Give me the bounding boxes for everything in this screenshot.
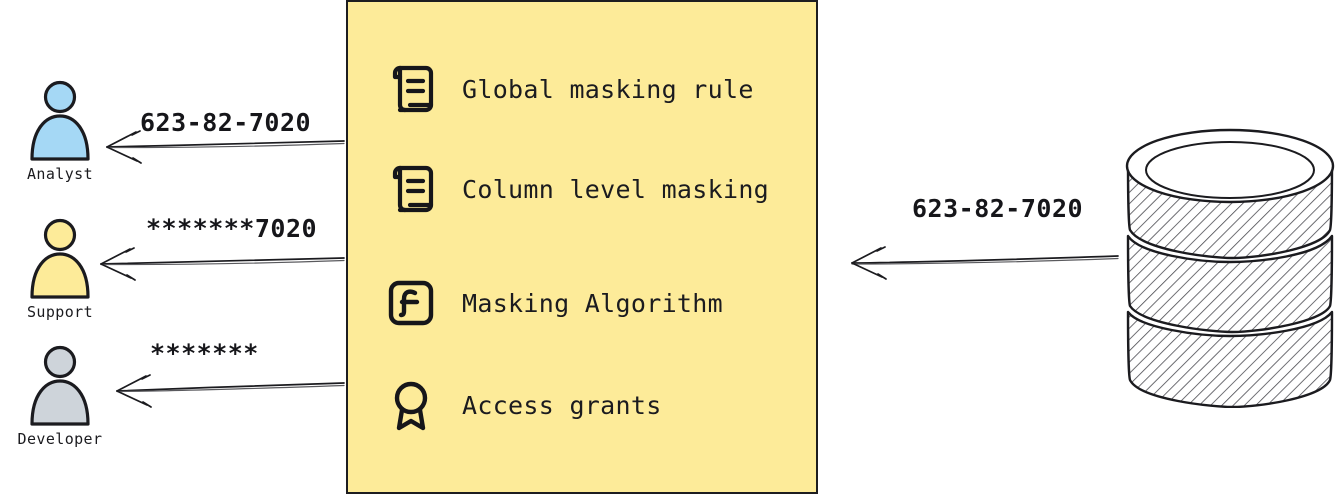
- policy-item-masking-algorithm[interactable]: Masking Algorithm: [386, 274, 723, 332]
- policy-item-label: Access grants: [462, 390, 662, 420]
- analyst-avatar-icon: [30, 80, 90, 161]
- flow-label-analyst: 623-82-7020: [140, 108, 312, 137]
- persona-developer[interactable]: Developer: [0, 345, 120, 447]
- flow-label-developer: *******: [150, 339, 259, 368]
- policy-item-global-masking-rule[interactable]: Global masking rule: [386, 60, 754, 118]
- policy-item-label: Column level masking: [462, 174, 770, 204]
- persona-developer-label: Developer: [17, 430, 103, 448]
- function-icon: [388, 280, 434, 326]
- support-avatar-icon: [30, 218, 90, 299]
- policy-item-column-level-masking[interactable]: Column level masking: [386, 160, 769, 218]
- policy-item-list: Global masking rule Column level masking: [348, 2, 816, 492]
- persona-support[interactable]: Support: [0, 218, 120, 320]
- award-icon: [394, 381, 428, 431]
- arrow-from-database: [851, 246, 1119, 280]
- arrow-to-support: [100, 247, 345, 281]
- flow-label-database: 623-82-7020: [912, 194, 1084, 223]
- scroll-icon: [392, 165, 434, 213]
- database-icon: [1125, 128, 1335, 408]
- persona-analyst-label: Analyst: [26, 165, 93, 183]
- persona-analyst[interactable]: Analyst: [0, 80, 120, 182]
- arrow-to-developer: [116, 374, 345, 408]
- flow-label-support: *******7020: [146, 214, 318, 243]
- policy-card: Global masking rule Column level masking: [346, 0, 818, 494]
- policy-item-access-grants[interactable]: Access grants: [386, 376, 662, 434]
- developer-avatar-icon: [30, 345, 90, 426]
- policy-item-label: Masking Algorithm: [462, 288, 723, 318]
- persona-support-label: Support: [26, 303, 93, 321]
- policy-item-label: Global masking rule: [462, 74, 754, 104]
- scroll-icon: [392, 65, 434, 113]
